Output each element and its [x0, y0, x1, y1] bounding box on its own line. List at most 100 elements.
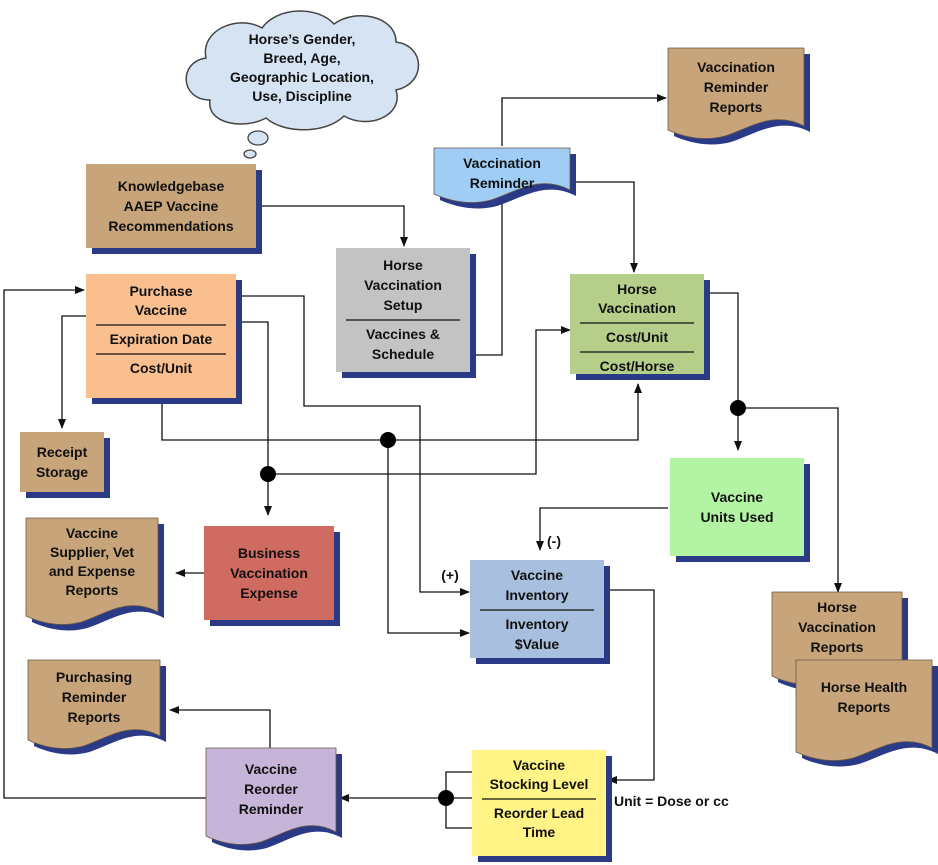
connector-line — [501, 94, 667, 146]
vaccine-supplier-reports-line: Supplier, Vet — [50, 544, 134, 560]
cloud-text-line: Horse’s Gender, — [249, 31, 356, 47]
minus-sign-label: (-) — [547, 533, 561, 549]
plus-sign-label: (+) — [441, 567, 459, 583]
connector-line — [738, 407, 842, 593]
vaccine-inventory-title: Inventory — [505, 587, 568, 603]
connector-line — [387, 440, 470, 637]
horse-vaccination-setup-field: Vaccines & — [366, 326, 440, 342]
connector-line — [258, 205, 408, 247]
knowledgebase-body — [86, 164, 256, 248]
junction-dot — [380, 432, 396, 448]
horse-attributes-cloud: Horse’s Gender, Breed, Age, Geographic Loc… — [185, 10, 420, 159]
purchase-vaccine-field: Expiration Date — [110, 331, 213, 347]
horse-vaccination-setup-title: Horse — [383, 257, 423, 273]
receipt-storage-line: Receipt — [37, 444, 88, 460]
purchase-vaccine-body — [86, 274, 236, 398]
vaccine-units-used-body — [670, 458, 804, 556]
junction-dot — [438, 790, 454, 806]
knowledgebase-line: Knowledgebase — [118, 178, 225, 194]
vaccine-reorder-reminder-body — [205, 747, 337, 845]
nodes: Horse’s Gender, Breed, Age, Geographic Loc… — [20, 10, 938, 862]
vaccination-reminder-line: Vaccination — [463, 155, 541, 171]
knowledgebase-line: Recommendations — [108, 218, 233, 234]
vaccine-stocking-level-field: Reorder Lead — [494, 805, 584, 821]
vaccination-reminder-reports-line: Vaccination — [697, 59, 775, 75]
vaccination-reminder-reports-line: Reports — [710, 99, 763, 115]
business-vaccination-expense-body — [204, 526, 334, 620]
vaccine-reorder-reminder-line: Vaccine — [245, 761, 297, 777]
connector-line — [572, 181, 638, 273]
cloud-bubble — [247, 130, 269, 146]
purchase-vaccine-field: Cost/Unit — [130, 360, 193, 376]
horse-vaccination-reports-line: Vaccination — [798, 619, 876, 635]
business-vaccination-expense-line: Business — [238, 545, 300, 561]
vaccine-inventory-title: Vaccine — [511, 567, 563, 583]
vaccine-units-used-line: Units Used — [700, 509, 773, 525]
connector-line — [536, 507, 668, 551]
horse-vaccination-reports-line: Reports — [811, 639, 864, 655]
connector-line — [161, 383, 642, 441]
horse-vaccination-field: Cost/Unit — [606, 329, 669, 345]
horse-health-reports-line: Horse Health — [821, 679, 907, 695]
vaccine-inventory-field: Inventory — [505, 616, 568, 632]
vaccine-supplier-reports-line: Reports — [66, 582, 119, 598]
receipt-storage-line: Storage — [36, 464, 88, 480]
receipt-storage-body — [20, 432, 104, 492]
cloud-text-line: Geographic Location, — [230, 69, 374, 85]
horse-vaccination-reports-line: Horse — [817, 599, 857, 615]
cloud-bubble — [243, 149, 257, 159]
unit-note: Unit = Dose or cc — [614, 793, 729, 809]
horse-health-reports-line: Reports — [838, 699, 891, 715]
business-vaccination-expense-line: Expense — [240, 585, 298, 601]
cloud-text-line: Use, Discipline — [252, 88, 352, 104]
connector-line — [3, 286, 206, 799]
horse-vaccination-field: Cost/Horse — [600, 358, 675, 374]
horse-vaccination-setup-title: Vaccination — [364, 277, 442, 293]
connector-line — [169, 706, 271, 748]
vaccination-reminder-reports-line: Reminder — [704, 79, 769, 95]
cloud-text-line: Breed, Age, — [263, 50, 340, 66]
connector-line — [606, 589, 655, 784]
vaccine-reorder-reminder-line: Reminder — [239, 801, 304, 817]
vaccine-inventory-field: $Value — [515, 636, 560, 652]
connector-line — [706, 292, 742, 451]
horse-vaccination-setup-body — [336, 248, 470, 372]
vaccine-stocking-level-title: Stocking Level — [490, 776, 589, 792]
vaccination-reminder-line: Reminder — [470, 175, 535, 191]
vaccine-stocking-level-field: Time — [523, 824, 556, 840]
vaccine-supplier-reports-body — [25, 517, 159, 625]
horse-vaccination-title: Vaccination — [598, 300, 676, 316]
purchase-vaccine-title: Purchase — [129, 283, 192, 299]
purchasing-reminder-reports-line: Purchasing — [56, 669, 132, 685]
business-vaccination-expense-line: Vaccination — [230, 565, 308, 581]
vaccine-inventory-body — [470, 560, 604, 658]
horse-vaccination-setup-field: Schedule — [372, 346, 434, 362]
purchasing-reminder-reports-line: Reports — [68, 709, 121, 725]
purchasing-reminder-reports-line: Reminder — [62, 689, 127, 705]
vaccine-units-used-line: Vaccine — [711, 489, 763, 505]
junction-dot — [730, 400, 746, 416]
vaccine-stocking-level-title: Vaccine — [513, 757, 565, 773]
annotations: (+) (-) Unit = Dose or cc — [441, 533, 729, 809]
connector-line — [236, 321, 272, 516]
horse-vaccination-body — [570, 274, 704, 374]
vaccination-reminder-reports-body — [667, 47, 805, 139]
vaccination-reminder-body — [433, 147, 571, 203]
connector-line — [236, 295, 470, 596]
cloud-shape — [185, 10, 420, 131]
horse-vaccination-title: Horse — [617, 281, 657, 297]
